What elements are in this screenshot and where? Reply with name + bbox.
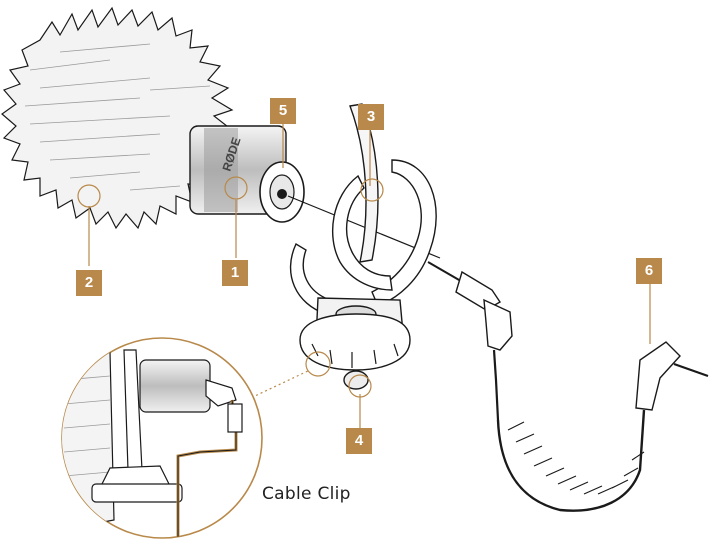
callout-2-badge: 2 (76, 270, 102, 296)
microphone-body: RØDE (189, 125, 441, 259)
trs-cable (427, 261, 709, 512)
cable-clip-inset (61, 337, 263, 539)
callout-6-badge: 6 (636, 258, 662, 284)
leader-lines (77, 122, 651, 428)
shock-mount (289, 103, 437, 390)
callout-1-badge: 1 (222, 260, 248, 286)
callout-3-badge: 3 (358, 104, 384, 130)
callout-4-badge: 4 (346, 428, 372, 454)
furry-windshield (1, 6, 234, 230)
callout-5-badge: 5 (270, 98, 296, 124)
inset-caption: Cable Clip (262, 484, 351, 504)
